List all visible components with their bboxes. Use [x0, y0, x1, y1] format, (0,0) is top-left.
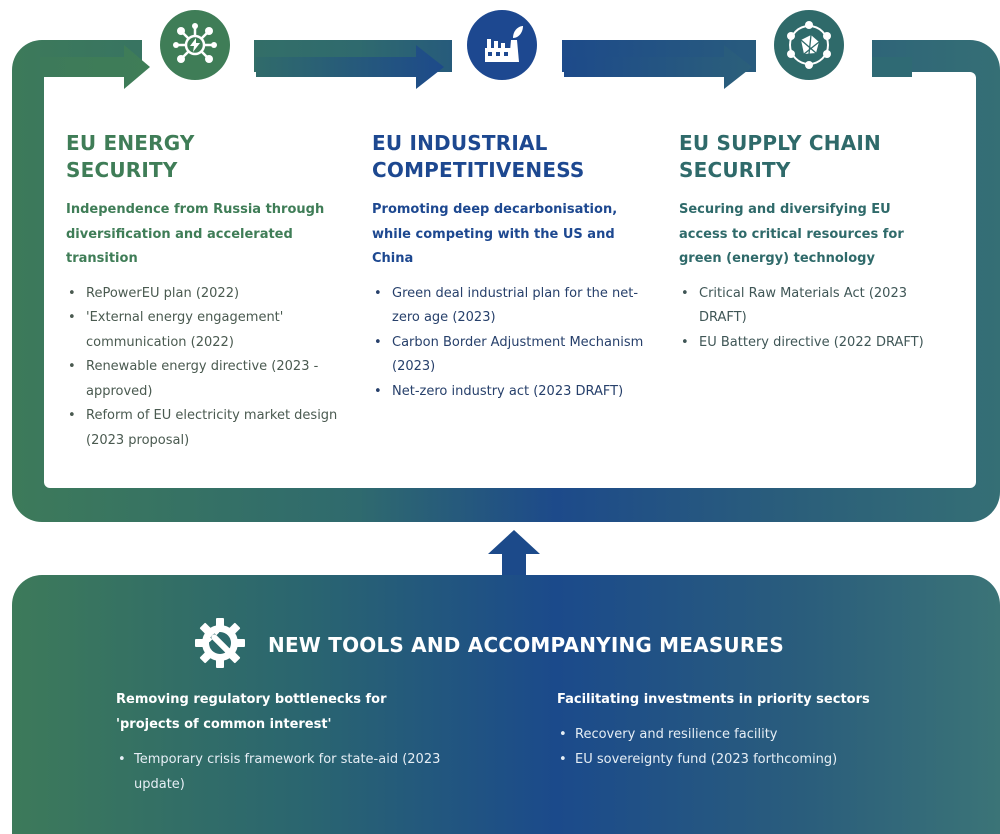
list-item: RePowerEU plan (2022)	[66, 282, 356, 307]
flow-arrow	[256, 45, 444, 89]
tools-section: NEW TOOLS AND ACCOMPANYING MEASURES Remo…	[12, 575, 1000, 834]
list-item: 'External energy engagement' communicati…	[66, 306, 356, 355]
list-item: EU sovereignty fund (2023 forthcoming)	[557, 747, 917, 772]
raw-material-network-icon	[774, 10, 844, 80]
list-item: Reform of EU electricity market design (…	[66, 404, 356, 453]
pillar-subtitle: Independence from Russia through diversi…	[66, 202, 325, 266]
list-item: Green deal industrial plan for the net-z…	[372, 282, 652, 331]
tools-right-subtitle: Facilitating investments in priority sec…	[557, 692, 870, 707]
list-item: Net-zero industry act (2023 DRAFT)	[372, 380, 652, 405]
tools-title: NEW TOOLS AND ACCOMPANYING MEASURES	[268, 633, 784, 657]
flow-arrow	[40, 45, 150, 89]
green-factory-icon	[467, 10, 537, 80]
tools-left-column: Removing regulatory bottlenecks for 'pro…	[116, 687, 446, 797]
list-item: Recovery and resilience facility	[557, 722, 917, 747]
pillar-subtitle: Securing and diversifying EU access to c…	[679, 202, 904, 266]
pillar-subtitle: Promoting deep decarbonisation, while co…	[372, 202, 618, 266]
flow-arrow	[564, 45, 752, 89]
list-item: Critical Raw Materials Act (2023 DRAFT)	[679, 282, 939, 331]
flow-bar	[872, 57, 912, 77]
energy-network-icon	[160, 10, 230, 80]
up-arrow	[488, 530, 540, 580]
tools-left-subtitle: Removing regulatory bottlenecks for 'pro…	[116, 692, 387, 732]
gear-wrench-icon	[192, 615, 248, 675]
list-item: Carbon Border Adjustment Mechanism (2023…	[372, 331, 652, 380]
list-item: Renewable energy directive (2023 - appro…	[66, 355, 356, 404]
tools-right-column: Facilitating investments in priority sec…	[557, 687, 917, 772]
list-item: EU Battery directive (2022 DRAFT)	[679, 331, 939, 356]
list-item: Temporary crisis framework for state-aid…	[116, 747, 446, 797]
